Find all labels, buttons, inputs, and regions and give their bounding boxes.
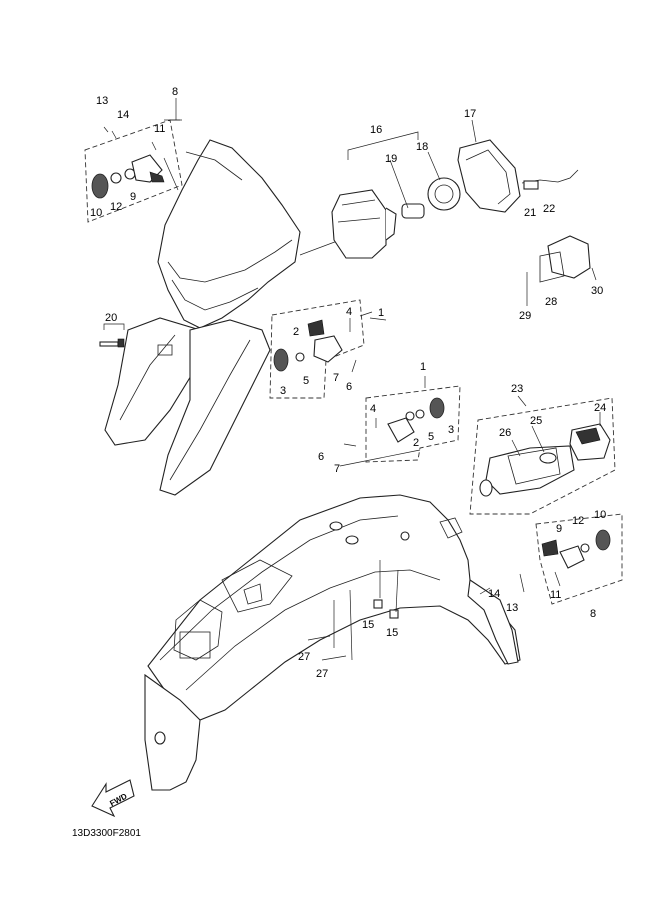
callout-2-rear: 2 [413,437,419,449]
callout-14: 14 [117,109,129,121]
callout-9-rear: 9 [556,523,562,535]
callout-17: 17 [464,108,476,120]
callout-22: 22 [543,203,555,215]
callout-1-front: 1 [378,307,384,319]
callout-12: 12 [110,201,122,213]
callout-14-rear: 14 [488,588,500,600]
diagram-code: 13D3300F2801 [72,828,141,839]
callout-15-a: 15 [362,619,374,631]
rear-left-flasher [479,513,623,605]
front-right-flasher [269,299,373,399]
callout-18: 18 [416,141,428,153]
callout-13: 13 [96,95,108,107]
license-light [526,235,597,306]
callout-5-front: 5 [303,375,309,387]
callout-1-rear: 1 [420,361,426,373]
callout-26: 26 [499,427,511,439]
headlight-assembly [331,119,579,259]
callout-10: 10 [90,207,102,219]
leader-lines [164,98,527,407]
bolt-20 [99,323,125,348]
rear-fender [144,494,521,791]
front-fairing [104,139,341,496]
callout-27-a: 27 [298,651,310,663]
callout-10-rear: 10 [594,509,606,521]
callout-5-rear: 5 [428,431,434,443]
callout-15-b: 15 [386,627,398,639]
callout-25: 25 [530,415,542,427]
callout-24: 24 [594,402,606,414]
callout-4-front: 4 [346,306,352,318]
callout-7-front: 7 [333,372,339,384]
callout-9: 9 [130,191,136,203]
callout-11-rear: 11 [550,589,561,601]
forward-arrow-icon [91,779,135,818]
callout-7-rear: 7 [334,463,340,475]
callout-6-rear: 6 [318,451,324,463]
front-left-flasher [84,119,183,223]
tail-light-assembly [469,397,616,515]
callout-28: 28 [545,296,557,308]
callout-30: 30 [591,285,603,297]
callout-2-front: 2 [293,326,299,338]
callout-8-rear: 8 [590,608,596,620]
callout-12-rear: 12 [572,515,584,527]
callout-6-front: 6 [346,381,352,393]
callout-19: 19 [385,153,397,165]
rear-right-flasher [339,385,461,467]
callout-4-rear: 4 [370,403,376,415]
callout-3-rear: 3 [448,424,454,436]
callout-20: 20 [105,312,117,324]
callout-16: 16 [370,124,382,136]
callout-21: 21 [524,207,536,219]
callout-11: 11 [154,123,165,135]
callout-23: 23 [511,383,523,395]
callout-29: 29 [519,310,531,322]
callout-3-front: 3 [280,385,286,397]
callout-27-b: 27 [316,668,328,680]
callout-8: 8 [172,86,178,98]
callout-13-rear: 13 [506,602,518,614]
